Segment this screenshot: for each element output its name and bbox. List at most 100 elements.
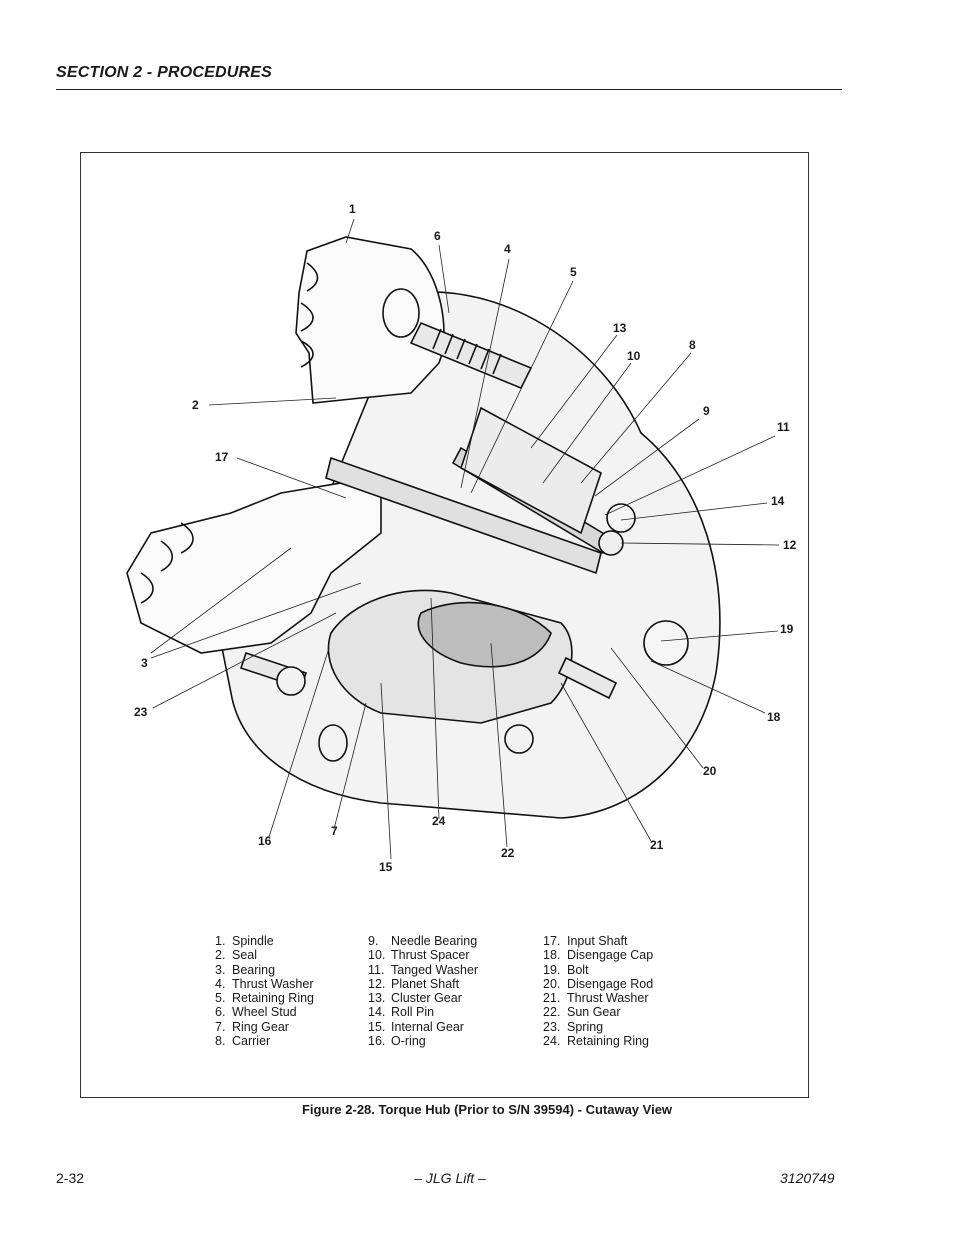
- legend-item: 4.Thrust Washer: [215, 976, 314, 991]
- callout-14: 14: [771, 494, 785, 508]
- callout-1: 1: [349, 202, 356, 216]
- legend-column-2: 9.Needle Bearing 10.Thrust Spacer 11.Tan…: [368, 934, 478, 1048]
- leader-15: [380, 682, 392, 860]
- leader-4: [460, 258, 510, 489]
- screw-head-left: [276, 666, 306, 696]
- leader-10: [542, 362, 632, 484]
- leader-7: [333, 702, 367, 830]
- legend-item: 1.Spindle: [215, 934, 274, 948]
- legend-item: 10.Thrust Spacer: [368, 948, 470, 963]
- leader-17: [236, 457, 347, 499]
- wheel-stud-shank: [409, 321, 533, 390]
- leader-2: [208, 397, 337, 406]
- callout-3: 3: [141, 656, 148, 670]
- figure-caption: Figure 2-28. Torque Hub (Prior to S/N 39…: [301, 1102, 673, 1117]
- callout-11: 11: [777, 420, 790, 434]
- leader-5: [470, 280, 574, 494]
- legend-item: 21.Thrust Washer: [543, 991, 649, 1006]
- callout-6: 6: [434, 229, 441, 243]
- callout-12: 12: [783, 538, 797, 552]
- hub-lower-hole: [318, 724, 348, 762]
- legend-item: 16.O-ring: [368, 1034, 426, 1049]
- legend-item: 2.Seal: [215, 948, 258, 963]
- leader-23: [152, 612, 337, 709]
- leader-12: [620, 542, 780, 546]
- leader-20: [610, 647, 704, 769]
- spindle-flange-top: [295, 236, 445, 404]
- legend-item: 6.Wheel Stud: [215, 1005, 297, 1020]
- leader-16: [268, 647, 330, 838]
- legend-item: 7.Ring Gear: [215, 1019, 289, 1034]
- input-shaft: [325, 456, 602, 575]
- legend-item: 13.Cluster Gear: [368, 991, 462, 1006]
- leader-22: [490, 642, 508, 848]
- legend-column-3: 17.Input Shaft 18.Disengage Cap 19.Bolt …: [543, 934, 653, 1048]
- document-number: 3120749: [780, 1170, 835, 1186]
- screw-head-right: [504, 724, 534, 754]
- leader-1: [345, 218, 355, 244]
- legend-item: 9.Needle Bearing: [368, 934, 478, 948]
- callout-13: 13: [613, 321, 627, 335]
- callout-23: 23: [134, 705, 148, 719]
- torque-hub-cutaway-drawing: [126, 218, 780, 860]
- callout-24: 24: [432, 814, 446, 828]
- cluster-gear: [460, 406, 602, 535]
- callout-9: 9: [703, 404, 710, 418]
- disengage-cap: [643, 620, 689, 666]
- leader-8: [580, 352, 692, 484]
- legend-column-1: 1.Spindle 2.Seal 3.Bearing 4.Thrust Wash…: [215, 934, 314, 1048]
- legend-item: 11.Tanged Washer: [368, 962, 479, 977]
- page-number: 2-32: [56, 1170, 85, 1186]
- callout-17: 17: [215, 450, 229, 464]
- leader-11: [604, 435, 776, 516]
- leader-21: [560, 682, 652, 842]
- leader-13: [530, 334, 618, 449]
- legend-item: 18.Disengage Cap: [543, 948, 654, 963]
- callout-16: 16: [258, 834, 272, 848]
- legend-item: 8.Carrier: [215, 1034, 271, 1049]
- callout-7: 7: [331, 824, 338, 838]
- callout-10: 10: [627, 349, 641, 363]
- callout-2: 2: [192, 398, 199, 412]
- callout-18: 18: [767, 710, 781, 724]
- roll-pin-end: [606, 503, 636, 533]
- leader-14: [620, 502, 768, 521]
- legend-item: 24.Retaining Ring: [543, 1034, 649, 1049]
- leader-3b: [150, 582, 362, 659]
- sun-gear-cavity: [417, 601, 552, 668]
- callout-22: 22: [501, 846, 515, 860]
- leader-9: [594, 418, 700, 497]
- callout-20: 20: [703, 764, 717, 778]
- leader-18: [650, 660, 766, 714]
- spindle-flange-lower: [126, 482, 382, 654]
- legend-item: 15.Internal Gear: [368, 1019, 464, 1034]
- callout-19: 19: [780, 622, 794, 636]
- footer-publisher: – JLG Lift –: [414, 1170, 486, 1186]
- spindle-threads-top: [300, 262, 319, 368]
- legend-item: 14.Roll Pin: [368, 1005, 435, 1020]
- legend-item: 3.Bearing: [215, 962, 276, 977]
- leader-19: [660, 630, 779, 642]
- leader-6: [438, 244, 450, 314]
- callout-21: 21: [650, 838, 664, 852]
- callout-15: 15: [379, 860, 393, 874]
- leader-24: [430, 597, 440, 820]
- callout-5: 5: [570, 265, 577, 279]
- legend-item: 23.Spring: [543, 1019, 604, 1034]
- legend-item: 5.Retaining Ring: [215, 991, 314, 1006]
- spindle-threads-lower: [140, 522, 194, 604]
- spindle-bore: [382, 288, 420, 338]
- section-title: SECTION 2 - PROCEDURES: [56, 64, 272, 81]
- leader-3a: [150, 547, 292, 654]
- legend-item: 19.Bolt: [543, 962, 589, 977]
- header-rule: [56, 89, 842, 90]
- disengage-bolt: [557, 656, 618, 700]
- wheel-stud-threads: [432, 328, 502, 375]
- legend-item: 12.Planet Shaft: [368, 976, 460, 991]
- legend-item: 20.Disengage Rod: [543, 976, 654, 991]
- legend-item: 22.Sun Gear: [543, 1005, 621, 1020]
- callout-4: 4: [504, 242, 511, 256]
- figure-frame: 1 2 3 4 5 6 7 8 9 10 11 12 13 14 15 16 1…: [80, 152, 809, 1098]
- callout-8: 8: [689, 338, 696, 352]
- legend-item: 17.Input Shaft: [543, 934, 628, 948]
